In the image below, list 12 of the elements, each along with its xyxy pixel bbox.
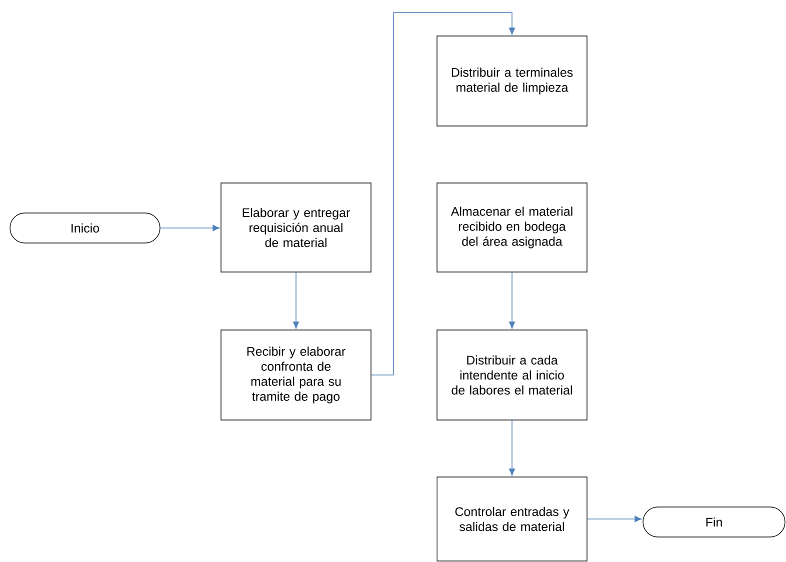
arrow: [370, 12, 516, 376]
process-box: Distribuir a terminales material de limpieza: [436, 36, 588, 126]
process-box: Almacenar el material recibido en bodega del área asignada: [436, 182, 588, 272]
arrow: [292, 272, 300, 329]
arrow: [508, 272, 516, 329]
arrow: [160, 224, 220, 232]
process-box: Controlar entradas y salidas de material: [436, 476, 588, 562]
process-box: Distribuir a cada intendente al inicio de labores el material: [436, 330, 588, 420]
arrow: [508, 420, 516, 476]
process-box: Recibir y elaborar confronta de material para su tramite de pago: [220, 330, 372, 420]
process-box: Elaborar y entregar requisición anual de material: [220, 182, 372, 272]
arrow: [586, 516, 642, 522]
